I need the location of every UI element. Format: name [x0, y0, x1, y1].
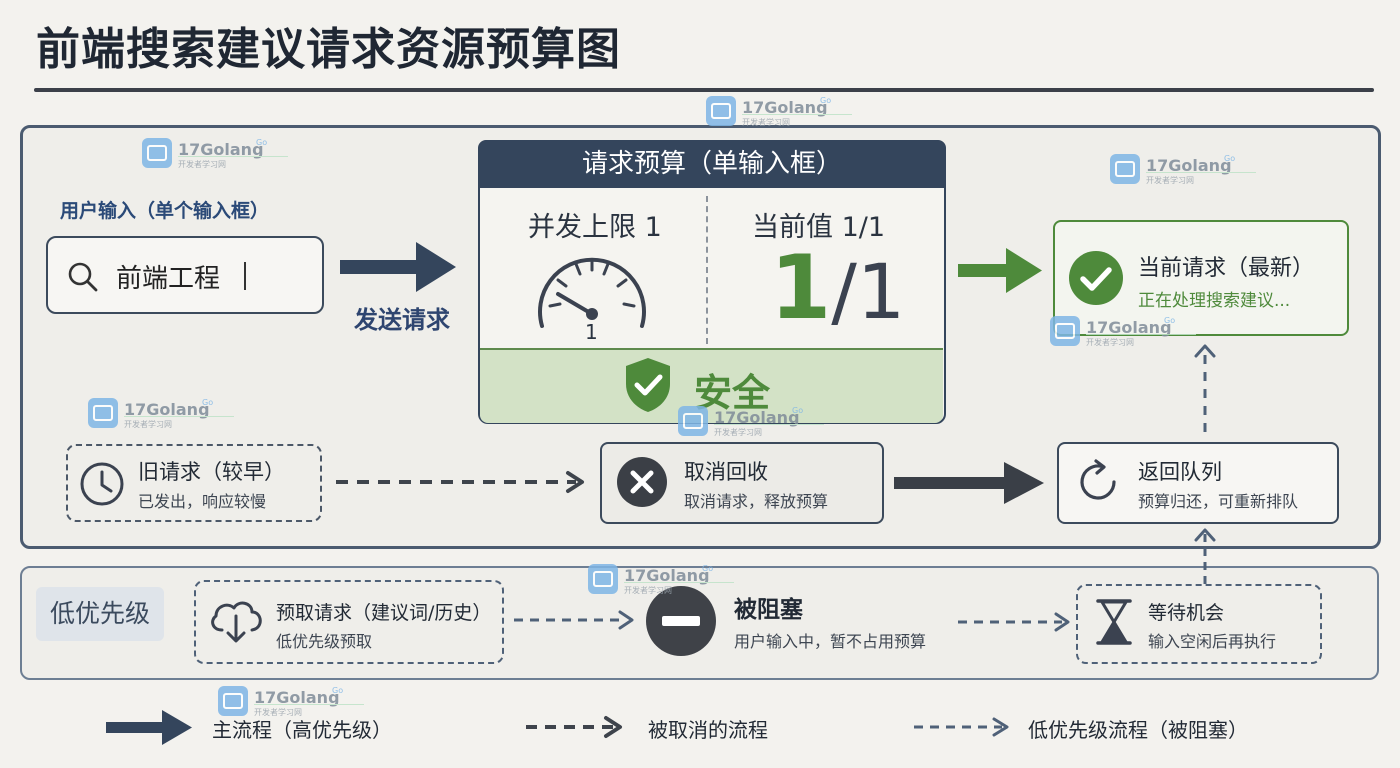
- current-value-total: /1: [831, 247, 906, 336]
- wait-subtitle: 输入空闲后再执行: [1148, 632, 1277, 651]
- watermark-sub: 开发者学习网: [742, 118, 790, 127]
- page-title: 前端搜索建议请求资源预算图: [36, 24, 621, 75]
- hourglass-icon: [1096, 599, 1132, 645]
- gauge-icon: [538, 257, 646, 328]
- cancel-title: 取消回收: [684, 460, 768, 484]
- watermark-badge: Go: [820, 96, 832, 105]
- wait-title: 等待机会: [1148, 602, 1225, 624]
- watermark-badge: Go: [256, 138, 268, 147]
- budget-header: 请求预算（单输入框）: [478, 140, 946, 188]
- budget-divider: [706, 196, 708, 344]
- prefetch-title: 预取请求（建议词/历史）: [276, 602, 492, 624]
- cancel-subtitle: 取消请求，释放预算: [684, 492, 829, 511]
- return-queue-subtitle: 预算归还，可重新排队: [1138, 492, 1299, 511]
- watermark-rule: [178, 156, 288, 157]
- current-value-display: 1/1: [770, 238, 905, 363]
- wait-box: [1076, 584, 1322, 664]
- watermark-sub: 开发者学习网: [124, 420, 172, 429]
- watermark-badge: Go: [332, 686, 344, 695]
- blocked-title: 被阻塞: [734, 597, 803, 623]
- check-circle-icon: [1069, 251, 1123, 305]
- wait-to-return-arrow: [1194, 528, 1216, 584]
- watermark-badge: Go: [792, 406, 804, 415]
- watermark-name: 17Golang: [178, 140, 264, 159]
- search-input-value: 前端工程: [116, 264, 221, 294]
- send-request-label: 发送请求: [354, 306, 450, 334]
- legend-main-label: 主流程（高优先级）: [212, 718, 392, 742]
- watermark-rule: [124, 416, 234, 417]
- cloud-download-icon: [211, 601, 262, 643]
- watermark-badge: Go: [702, 564, 714, 573]
- send-arrow: [340, 242, 456, 292]
- watermark-badge: Go: [202, 398, 214, 407]
- blocked-icon: [646, 586, 716, 656]
- current-value-label: 当前值 1/1: [752, 212, 886, 243]
- prefetch-subtitle: 低优先级预取: [276, 632, 373, 651]
- watermark-rule: [624, 582, 734, 583]
- watermark-name: 17Golang: [254, 688, 340, 707]
- watermark-sub: 开发者学习网: [1146, 176, 1194, 185]
- return-queue-title: 返回队列: [1138, 460, 1222, 484]
- watermark-sub: 开发者学习网: [254, 708, 302, 717]
- search-icon: [66, 260, 100, 298]
- watermark-badge: Go: [1164, 316, 1176, 325]
- gauge-value: 1: [585, 320, 598, 344]
- watermark-sub: 开发者学习网: [178, 160, 226, 169]
- legend-main-arrow: [106, 710, 192, 745]
- refresh-icon: [1080, 459, 1116, 500]
- watermark-sub: 开发者学习网: [1086, 338, 1134, 347]
- requeue-arrow: [1194, 344, 1216, 432]
- watermark-rule: [1086, 334, 1196, 335]
- current-request-subtitle: 正在处理搜索建议...: [1138, 291, 1291, 311]
- legend-cancelled-label: 被取消的流程: [648, 718, 768, 742]
- close-circle-icon: [617, 457, 667, 507]
- user-input-label: 用户输入（单个输入框）: [60, 200, 270, 222]
- prefetch-box: [194, 580, 504, 664]
- legend-low-label: 低优先级流程（被阻塞）: [1028, 718, 1248, 742]
- watermark-rule: [742, 114, 852, 115]
- watermark-rule: [254, 704, 364, 705]
- low-priority-arrow-2: [958, 612, 1070, 632]
- watermark-name: 17Golang: [1146, 156, 1232, 175]
- legend-cancelled-arrow: [526, 716, 622, 738]
- cancelled-flow-arrow: [336, 471, 584, 493]
- watermark-sub: 开发者学习网: [714, 428, 762, 437]
- text-cursor: [244, 262, 246, 290]
- low-priority-tag: 低优先级: [36, 587, 164, 641]
- watermark-name: 17Golang: [124, 400, 210, 419]
- watermark-rule: [714, 424, 824, 425]
- concurrency-limit-label: 并发上限 1: [528, 212, 662, 243]
- watermark-sub: 开发者学习网: [624, 586, 672, 595]
- current-value-big: 1: [770, 236, 832, 339]
- shield-check-icon: [626, 358, 670, 412]
- current-request-title: 当前请求（最新）: [1138, 256, 1315, 281]
- legend-low-arrow: [914, 717, 1009, 737]
- to-current-arrow: [958, 248, 1042, 293]
- old-request-title: 旧请求（较早）: [138, 460, 285, 484]
- low-priority-arrow-1: [514, 610, 634, 630]
- to-return-queue-arrow: [894, 462, 1044, 504]
- watermark-badge: Go: [1224, 154, 1236, 163]
- watermark-name: 17Golang: [714, 408, 800, 427]
- clock-icon: [80, 462, 124, 506]
- old-request-subtitle: 已发出，响应较慢: [138, 492, 267, 511]
- safe-status-strip: [480, 348, 943, 423]
- search-input[interactable]: 前端工程: [46, 236, 324, 314]
- watermark-name: 17Golang: [1086, 318, 1172, 337]
- title-divider: [34, 88, 1374, 92]
- return-queue-box: [1057, 442, 1339, 524]
- blocked-subtitle: 用户输入中，暂不占用预算: [734, 632, 927, 651]
- watermark-name: 17Golang: [624, 566, 710, 585]
- watermark-name: 17Golang: [742, 98, 828, 117]
- watermark-rule: [1146, 172, 1256, 173]
- old-request-box: [66, 444, 322, 522]
